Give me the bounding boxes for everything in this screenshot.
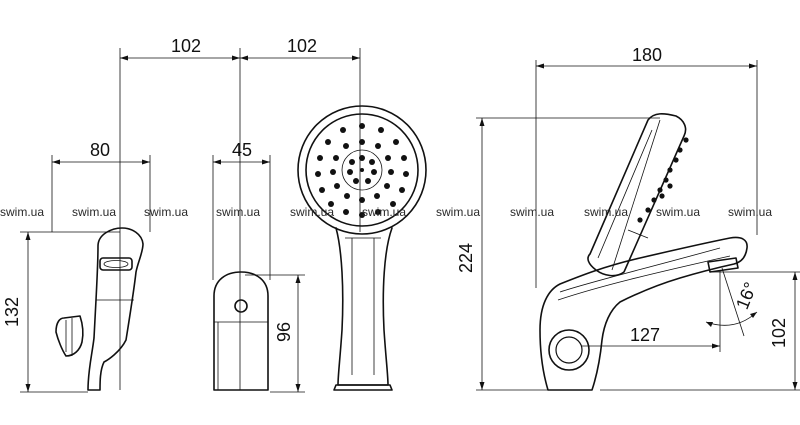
side-shower-nozzles: [637, 137, 689, 223]
shower-nozzles: [315, 123, 409, 218]
watermark: swim.ua: [72, 205, 116, 219]
watermark: swim.ua: [436, 205, 480, 219]
watermark: swim.ua: [0, 205, 44, 219]
watermark: swim.ua: [144, 205, 188, 219]
dimension-label-180: 180: [632, 45, 662, 65]
watermark: swim.ua: [290, 205, 334, 219]
mixer-side-view: [539, 113, 748, 391]
watermark-row: swim.ua swim.ua swim.ua swim.ua swim.ua …: [0, 205, 772, 219]
dimension-label-224: 224: [456, 243, 476, 273]
diverter-front-view: [213, 271, 269, 391]
dimension-lines: [20, 48, 800, 393]
dimension-label-96: 96: [274, 322, 294, 342]
hand-shower-front-view: [297, 105, 427, 391]
dimension-label-102-right: 102: [769, 318, 789, 348]
angle-label: 16°: [732, 279, 761, 312]
dimension-arrows: [25, 55, 798, 392]
dimension-label-132: 132: [2, 297, 22, 327]
watermark: swim.ua: [362, 205, 406, 219]
dimension-label-127: 127: [630, 325, 660, 345]
dimension-label-45: 45: [232, 140, 252, 160]
watermark: swim.ua: [216, 205, 260, 219]
watermark: swim.ua: [584, 205, 628, 219]
dimension-label-102-left: 102: [171, 36, 201, 56]
dimension-label-102-center: 102: [287, 36, 317, 56]
watermark: swim.ua: [656, 205, 700, 219]
watermark: swim.ua: [728, 205, 772, 219]
watermark: swim.ua: [510, 205, 554, 219]
mixer-front-view: [55, 227, 144, 391]
dimension-label-80: 80: [90, 140, 110, 160]
